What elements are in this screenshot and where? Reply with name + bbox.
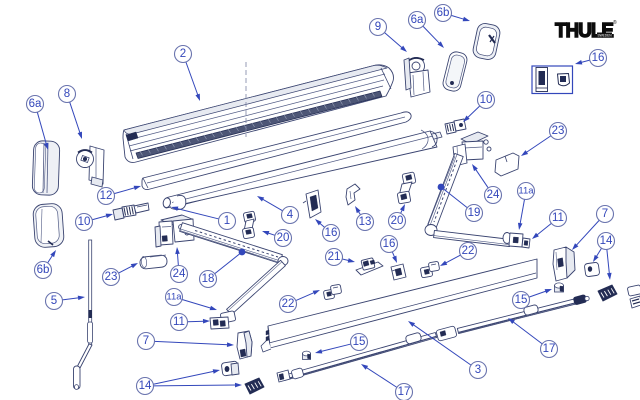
svg-text:22: 22 [462, 245, 475, 257]
svg-text:16: 16 [592, 52, 605, 64]
svg-text:16: 16 [383, 238, 396, 250]
svg-text:2: 2 [180, 48, 186, 60]
svg-text:24: 24 [173, 268, 186, 280]
svg-text:4: 4 [287, 209, 294, 221]
svg-text:23: 23 [552, 125, 565, 137]
svg-text:®: ® [613, 19, 617, 26]
svg-text:6a: 6a [29, 98, 42, 110]
svg-text:11: 11 [173, 316, 185, 328]
svg-text:19: 19 [468, 207, 481, 219]
svg-text:9: 9 [375, 21, 381, 33]
svg-text:23: 23 [105, 271, 118, 283]
svg-text:24: 24 [487, 189, 500, 201]
svg-text:12: 12 [100, 190, 113, 202]
svg-text:11a: 11a [518, 186, 534, 197]
svg-text:10: 10 [480, 94, 493, 106]
svg-text:6b: 6b [37, 264, 50, 276]
svg-text:20: 20 [277, 232, 290, 244]
svg-text:5: 5 [51, 295, 57, 307]
svg-text:SWEDEN: SWEDEN [598, 33, 613, 37]
svg-text:1: 1 [224, 215, 230, 227]
svg-text:14: 14 [139, 380, 152, 392]
svg-text:11: 11 [552, 212, 564, 224]
svg-text:15: 15 [515, 294, 528, 306]
svg-text:17: 17 [543, 343, 556, 355]
svg-text:10: 10 [78, 216, 91, 228]
svg-text:6a: 6a [411, 14, 424, 26]
svg-text:16: 16 [325, 227, 338, 239]
svg-text:13: 13 [359, 216, 372, 228]
svg-text:8: 8 [64, 88, 70, 100]
svg-text:18: 18 [202, 273, 215, 285]
svg-text:20: 20 [391, 215, 404, 227]
svg-text:17: 17 [398, 386, 411, 398]
svg-text:7: 7 [602, 208, 608, 220]
svg-text:11a: 11a [166, 292, 182, 303]
svg-text:6b: 6b [437, 7, 450, 19]
svg-text:7: 7 [143, 335, 149, 347]
svg-text:14: 14 [600, 235, 613, 247]
svg-text:22: 22 [282, 298, 295, 310]
svg-text:3: 3 [475, 364, 481, 376]
svg-text:21: 21 [328, 251, 341, 263]
svg-text:THULE: THULE [555, 19, 613, 42]
svg-text:15: 15 [353, 336, 366, 348]
